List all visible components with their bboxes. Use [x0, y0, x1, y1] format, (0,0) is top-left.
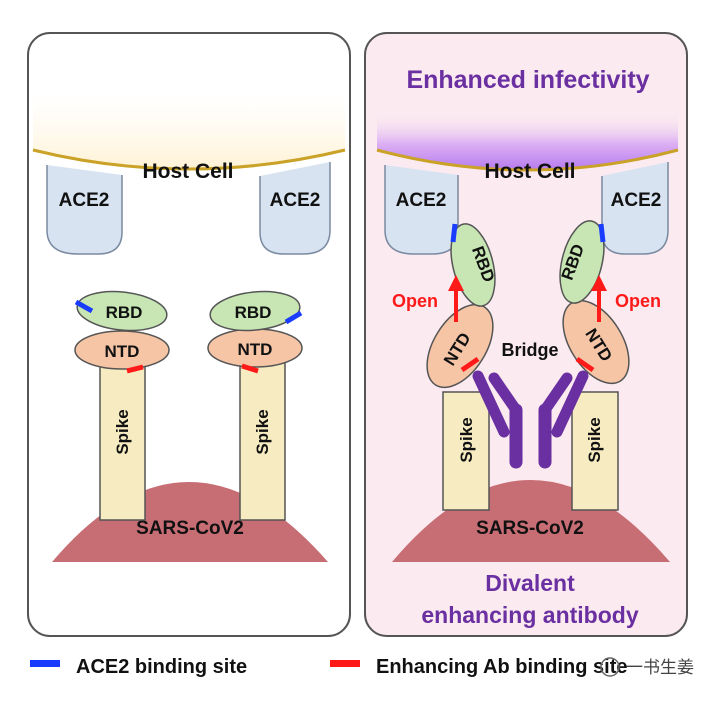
right-ace2-label-2: ACE2	[611, 190, 662, 211]
antibody-arm-right-outer	[551, 370, 589, 438]
right-panel-title: Enhanced infectivity	[406, 66, 649, 94]
left-spike-stalk-2	[239, 359, 286, 521]
left-ace2-receptor-2	[259, 162, 331, 255]
left-ace2-receptor-1	[46, 165, 123, 255]
right-ace2-label-1: ACE2	[396, 190, 447, 211]
left-spike-stalk-1	[99, 359, 146, 521]
left-ntd-domain-1	[74, 330, 170, 370]
watermark-text: 一书生姜	[626, 658, 694, 677]
left-ntd-label-2: NTD	[238, 340, 273, 359]
left-spike-label-2: Spike	[253, 409, 272, 454]
legend-label-ace2-site: ACE2 binding site	[76, 656, 247, 678]
watermark: 一书生姜	[600, 657, 694, 677]
left-ace2-label-2: ACE2	[270, 190, 321, 211]
right-caption-line1: Divalent	[485, 570, 575, 596]
right-ace2-binding-site-1	[450, 223, 458, 243]
right-open-label-1: Open	[392, 291, 438, 311]
antibody-arm-left-inner	[488, 372, 522, 416]
left-rbd-label-1: RBD	[106, 303, 143, 322]
right-spike-stalk-2	[571, 391, 619, 511]
right-host-cell-glow	[377, 112, 678, 170]
antibody-arm-left-outer	[472, 370, 510, 438]
right-spike-label-2: Spike	[585, 417, 604, 462]
left-virus-label: SARS-CoV2	[136, 518, 244, 539]
left-rbd-label-2: RBD	[235, 303, 272, 322]
left-ntd-label-1: NTD	[105, 342, 140, 361]
left-rbd-domain-1	[76, 290, 168, 332]
legend-swatch-ace2-site	[30, 660, 60, 667]
legend-label-ab-site: Enhancing Ab binding site	[376, 656, 627, 678]
left-rbd-domain-2	[209, 290, 301, 332]
left-host-cell-membrane	[32, 148, 346, 171]
right-host-cell-membrane	[376, 148, 679, 172]
right-spike-stalk-1	[442, 391, 490, 511]
legend-swatch-ab-site	[330, 660, 360, 667]
right-host-cell-label: Host Cell	[484, 160, 575, 183]
left-host-cell-label: Host Cell	[142, 160, 233, 183]
right-spike-label-1: Spike	[457, 417, 476, 462]
watermark-logo-icon	[600, 657, 620, 677]
right-ab-binding-site-2	[575, 356, 595, 373]
left-ace2-label-1: ACE2	[59, 190, 110, 211]
right-ntd-domain-1	[426, 303, 494, 389]
right-bridge-label: Bridge	[501, 340, 558, 360]
left-ace2-binding-site-1	[74, 299, 94, 314]
legend: ACE2 binding site Enhancing Ab binding s…	[30, 656, 627, 678]
left-ab-binding-site-1	[126, 364, 144, 374]
right-ab-binding-site-1	[460, 356, 480, 373]
left-spike-label-1: Spike	[113, 409, 132, 454]
right-ace2-binding-site-2	[598, 223, 606, 243]
left-ab-binding-site-2	[241, 363, 259, 374]
right-caption-line2: enhancing antibody	[421, 602, 638, 628]
left-ace2-binding-site-2	[284, 310, 303, 325]
left-host-cell-glow	[33, 90, 345, 169]
right-panel: Enhanced infectivity Host Cell ACE2 ACE2…	[364, 32, 688, 637]
divalent-antibody	[472, 370, 589, 469]
left-panel: Host Cell ACE2 ACE2 SARS-CoV2 Spike NTD …	[27, 32, 351, 637]
right-virus-label: SARS-CoV2	[476, 518, 584, 539]
right-open-label-2: Open	[615, 291, 661, 311]
antibody-arm-right-inner	[539, 372, 573, 416]
